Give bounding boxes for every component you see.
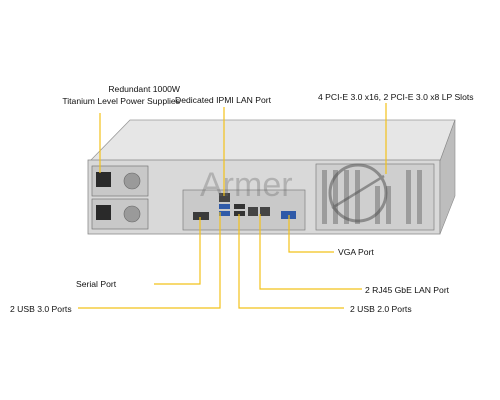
serial-port-label: Serial Port [76, 279, 117, 289]
usb3-port-connector [219, 204, 230, 209]
pcie-slot-covers [322, 170, 422, 224]
usb3-ports-label: 2 USB 3.0 Ports [10, 304, 72, 314]
chassis-top [89, 119, 456, 162]
power-supply-1 [91, 165, 149, 197]
usb2-port-connector [234, 204, 245, 209]
usb2-port-connector-2 [234, 211, 245, 216]
serial-port-connector [193, 212, 209, 220]
ipmi-lan-port-label: Dedicated IPMI LAN Port [175, 95, 272, 105]
rj45-leader [259, 214, 362, 290]
vga-port-label: VGA Port [338, 247, 374, 257]
rj45-lan-port-label: 2 RJ45 GbE LAN Port [365, 285, 450, 295]
rj45-lan-connector-2 [260, 207, 270, 216]
chassis-side [439, 119, 456, 235]
power-supply-2 [91, 198, 149, 230]
pcie-slots-label: 4 PCI-E 3.0 x16, 2 PCI-E 3.0 x8 LP Slots [318, 92, 474, 102]
watermark-text: Armer [200, 166, 293, 204]
usb2-leader [238, 214, 344, 309]
ipmi-lan-connector [219, 193, 230, 202]
usb2-ports-label: 2 USB 2.0 Ports [350, 304, 412, 314]
watermark-logo [328, 163, 388, 223]
io-panel [182, 189, 306, 231]
usb3-port-connector-2 [219, 211, 230, 216]
serial-leader [154, 217, 201, 285]
usb3-leader [78, 212, 221, 309]
power-supply-label-line2: Titanium Level Power Supplies [62, 96, 180, 106]
vga-leader [288, 215, 334, 253]
rj45-lan-connector [248, 207, 258, 216]
power-supply-label-line1: Redundant 1000W [108, 84, 180, 94]
